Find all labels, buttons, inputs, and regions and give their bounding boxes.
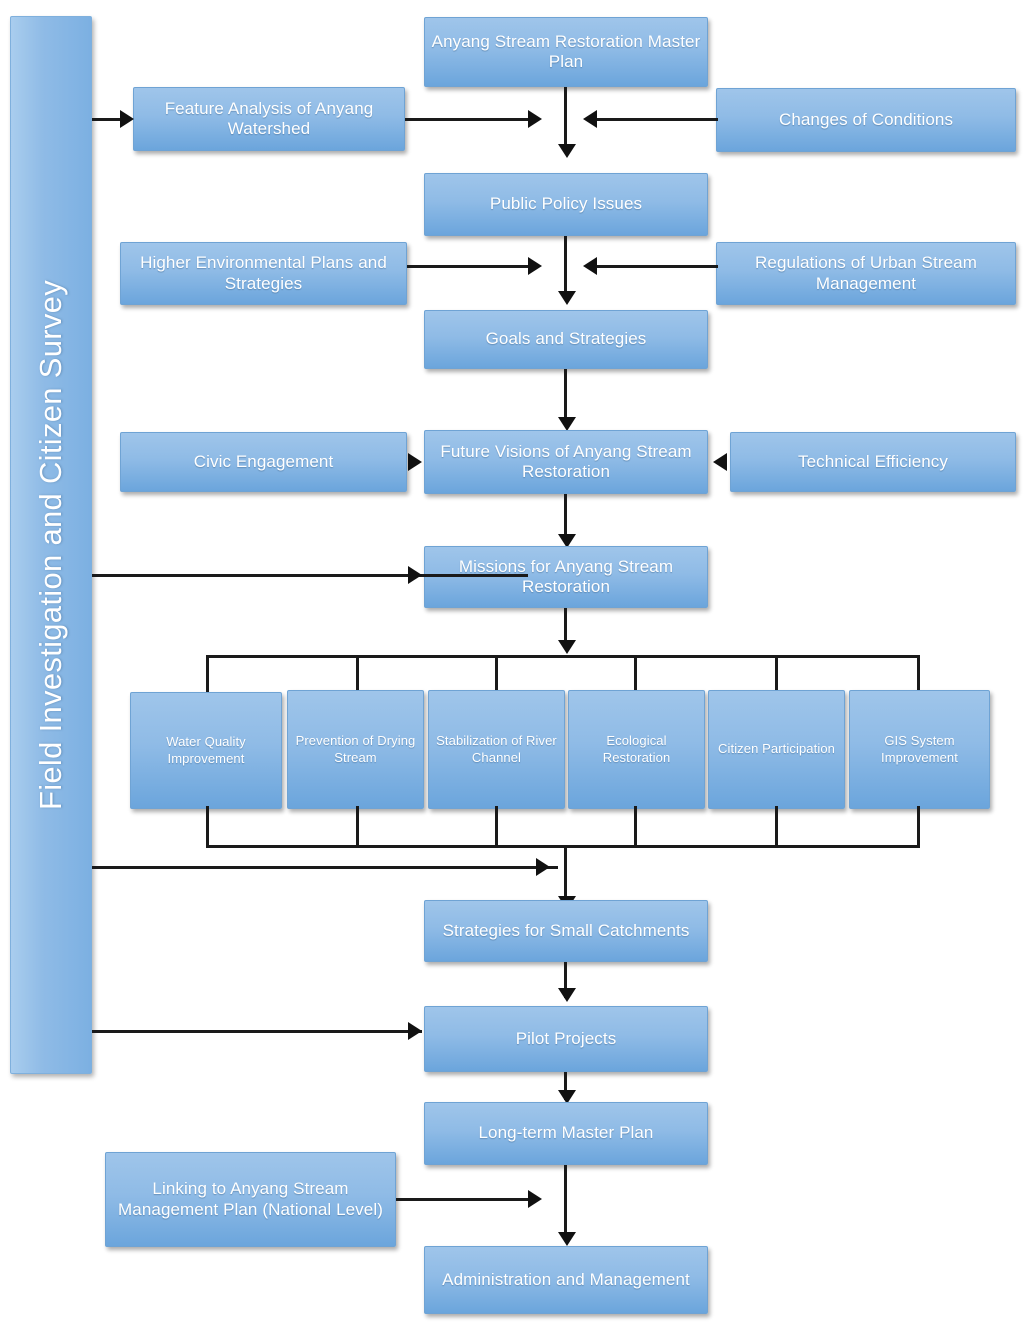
- spine-master-plan-to-public-policy: [564, 87, 567, 149]
- arrowhead-higher-env-to-spine: [528, 257, 542, 275]
- mission-box-citizen-participation[interactable]: Citizen Participation: [708, 690, 845, 809]
- mission-box-gis-system[interactable]: GIS System Improvement: [849, 690, 990, 809]
- spine-longterm-to-administration: [564, 1165, 567, 1239]
- node-goals-and-strategies[interactable]: Goals and Strategies: [424, 310, 708, 369]
- spine-goals-to-future-visions: [564, 369, 567, 423]
- connector-changes-to-spine: [597, 118, 718, 121]
- arrowhead-changes-to-spine: [583, 110, 597, 128]
- arrowhead-missions-to-bracket: [558, 640, 576, 654]
- bracket-bottom-horizontal: [206, 845, 920, 848]
- bracket-top-stub-6: [917, 655, 920, 697]
- node-civic-engagement[interactable]: Civic Engagement: [120, 432, 407, 492]
- bracket-bottom-stub-4: [634, 806, 637, 848]
- arrowhead-to-future-visions: [558, 417, 576, 431]
- bracket-bottom-stub-3: [495, 806, 498, 848]
- bracket-bottom-stub-1: [206, 806, 209, 848]
- arrowhead-technical-to-future-visions: [713, 453, 727, 471]
- arrowhead-feature-analysis-to-spine: [528, 110, 542, 128]
- bracket-top-stub-5: [775, 655, 778, 697]
- mission-box-stabilization-river[interactable]: Stabilization of River Channel: [428, 690, 565, 809]
- bracket-top-stub-2: [356, 655, 359, 697]
- bracket-top-stub-4: [634, 655, 637, 697]
- arrowhead-to-public-policy: [558, 144, 576, 158]
- arrowhead-regulations-to-spine: [583, 257, 597, 275]
- spine-pilot-to-longterm: [564, 1072, 567, 1100]
- bracket-top-stub-3: [495, 655, 498, 697]
- connector-linking-to-spine: [396, 1198, 530, 1201]
- mission-box-prevention-drying[interactable]: Prevention of Drying Stream: [287, 690, 424, 809]
- connector-banner-to-pilot-projects: [92, 1030, 422, 1033]
- bracket-bottom-stub-2: [356, 806, 359, 848]
- connector-banner-to-missions: [92, 574, 528, 577]
- arrowhead-to-missions: [558, 534, 576, 548]
- spine-missions-to-bracket: [564, 608, 567, 646]
- node-linking-national-plan[interactable]: Linking to Anyang Stream Management Plan…: [105, 1152, 396, 1247]
- bracket-top-stub-1: [206, 655, 209, 697]
- arrowhead-to-goals: [558, 291, 576, 305]
- connector-banner-to-strategies: [92, 866, 558, 869]
- connector-higher-env-to-spine: [407, 265, 530, 268]
- connector-banner-to-feature-analysis: [92, 118, 122, 121]
- arrowhead-to-longterm-master-plan: [558, 1090, 576, 1104]
- node-master-plan[interactable]: Anyang Stream Restoration Master Plan: [424, 17, 708, 87]
- spine-strategies-to-pilot: [564, 962, 567, 998]
- left-banner-field-investigation: Field Investigation and Citizen Survey: [10, 16, 92, 1074]
- spine-future-visions-to-missions: [564, 494, 567, 540]
- connector-feature-analysis-to-spine: [405, 118, 530, 121]
- bracket-bottom-stub-6: [917, 806, 920, 848]
- arrowhead-to-feature-analysis: [120, 110, 134, 128]
- node-future-visions[interactable]: Future Visions of Anyang Stream Restorat…: [424, 430, 708, 494]
- node-longterm-master-plan[interactable]: Long-term Master Plan: [424, 1102, 708, 1165]
- node-strategies-small-catchments[interactable]: Strategies for Small Catchments: [424, 900, 708, 962]
- node-feature-analysis[interactable]: Feature Analysis of Anyang Watershed: [133, 87, 405, 151]
- node-missions[interactable]: Missions for Anyang Stream Restoration: [424, 546, 708, 608]
- node-administration-management[interactable]: Administration and Management: [424, 1246, 708, 1314]
- arrowhead-banner-to-missions: [408, 566, 422, 584]
- mission-box-ecological-restoration[interactable]: Ecological Restoration: [568, 690, 705, 809]
- arrowhead-banner-to-pilot-projects: [408, 1022, 422, 1040]
- mission-box-water-quality[interactable]: Water Quality Improvement: [130, 692, 282, 809]
- node-public-policy-issues[interactable]: Public Policy Issues: [424, 173, 708, 236]
- arrowhead-civic-to-future-visions: [408, 453, 422, 471]
- node-changes-of-conditions[interactable]: Changes of Conditions: [716, 88, 1016, 152]
- node-regulations-urban-stream[interactable]: Regulations of Urban Stream Management: [716, 242, 1016, 305]
- connector-regulations-to-spine: [597, 265, 718, 268]
- arrowhead-to-administration: [558, 1232, 576, 1246]
- left-banner-label: Field Investigation and Citizen Survey: [33, 279, 68, 811]
- arrowhead-to-pilot-projects: [558, 988, 576, 1002]
- arrowhead-linking-to-spine: [528, 1190, 542, 1208]
- spine-public-policy-to-goals: [564, 236, 567, 296]
- node-higher-environmental-plans[interactable]: Higher Environmental Plans and Strategie…: [120, 242, 407, 305]
- arrowhead-banner-to-strategies: [536, 858, 550, 876]
- spine-bracket-to-strategies: [564, 845, 567, 903]
- node-technical-efficiency[interactable]: Technical Efficiency: [730, 432, 1016, 492]
- bracket-bottom-stub-5: [775, 806, 778, 848]
- bracket-top-horizontal: [206, 655, 920, 658]
- node-pilot-projects[interactable]: Pilot Projects: [424, 1006, 708, 1072]
